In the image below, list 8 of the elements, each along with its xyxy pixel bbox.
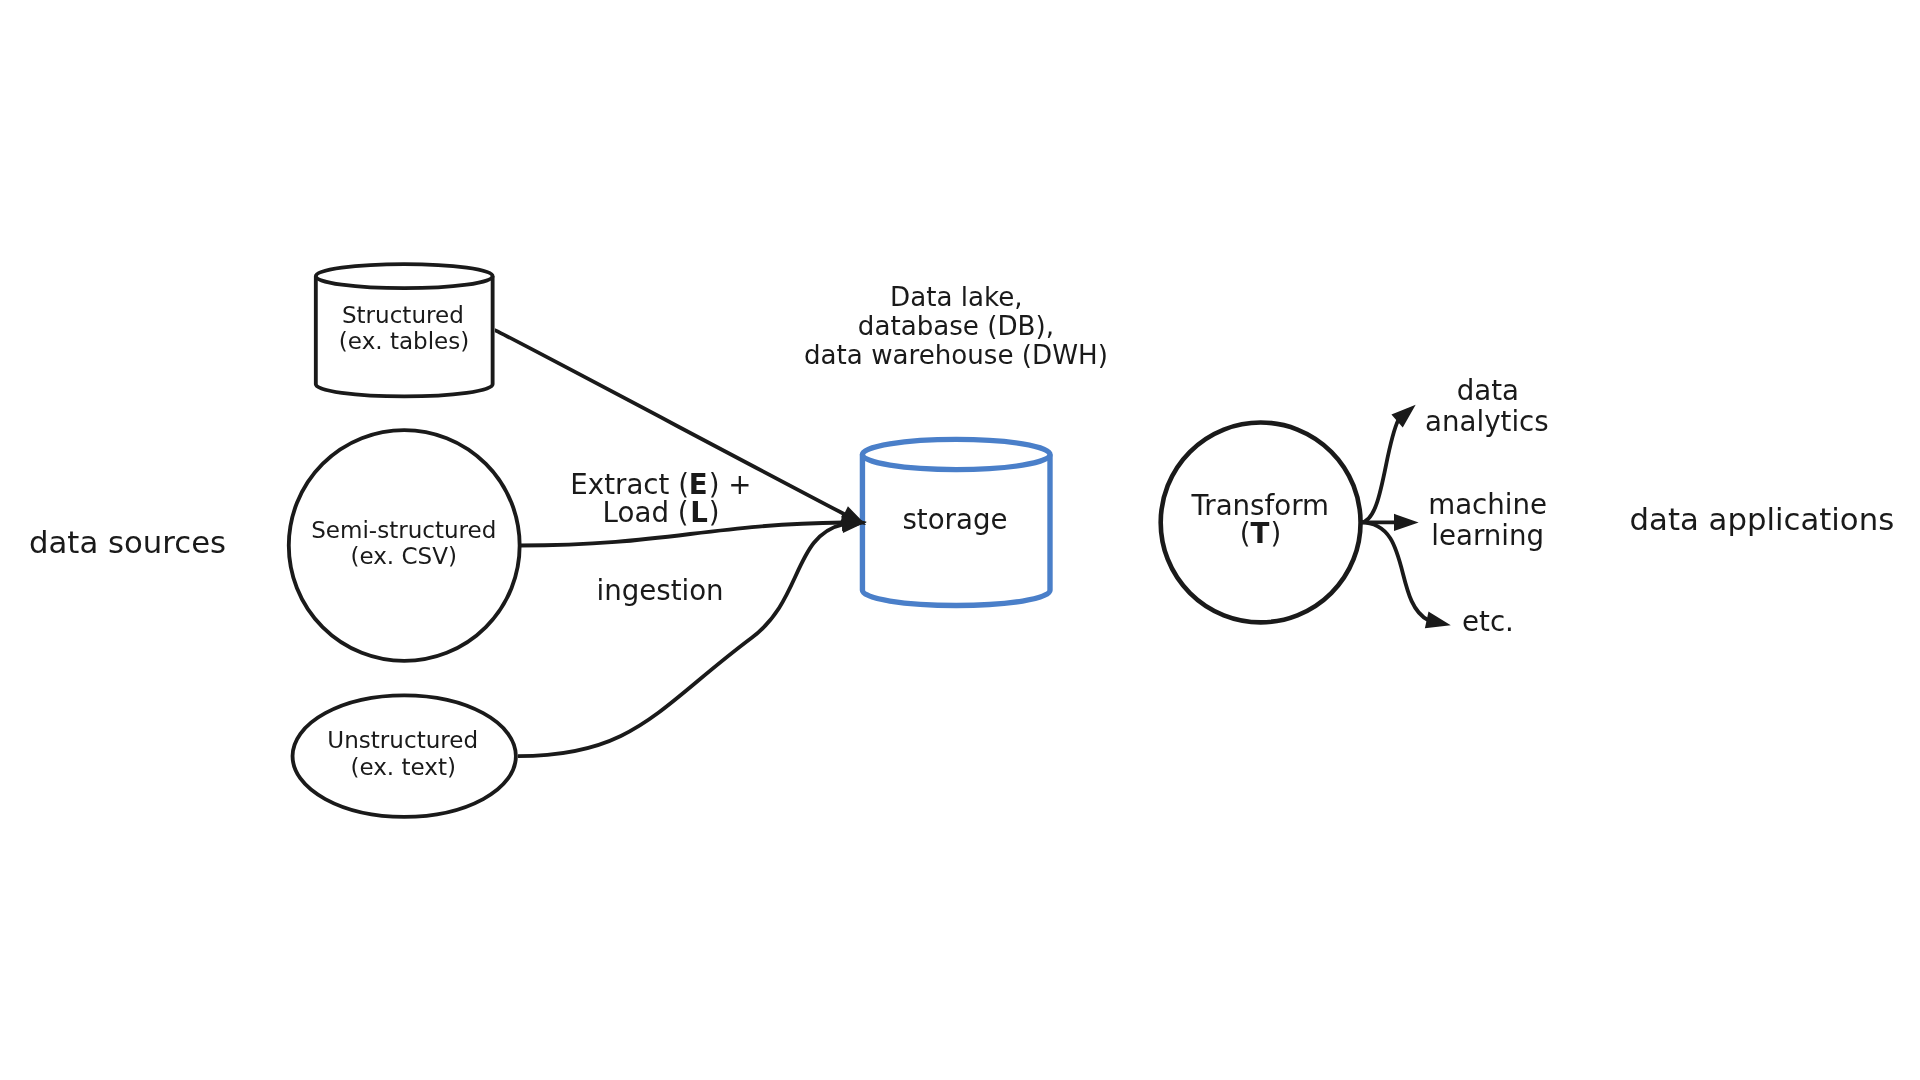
node-text: machine learning [1428,487,1548,552]
node-text: etc. [1462,604,1514,638]
node-text: data analytics [1425,373,1549,438]
label: data applications [1629,500,1895,537]
label: data sources [29,523,227,560]
edge-label: Extract (E) + Load (L) [570,467,752,529]
label: ingestion [596,573,724,607]
node-label: Data lake, database (DB), data warehouse (DWH) [804,281,1108,370]
